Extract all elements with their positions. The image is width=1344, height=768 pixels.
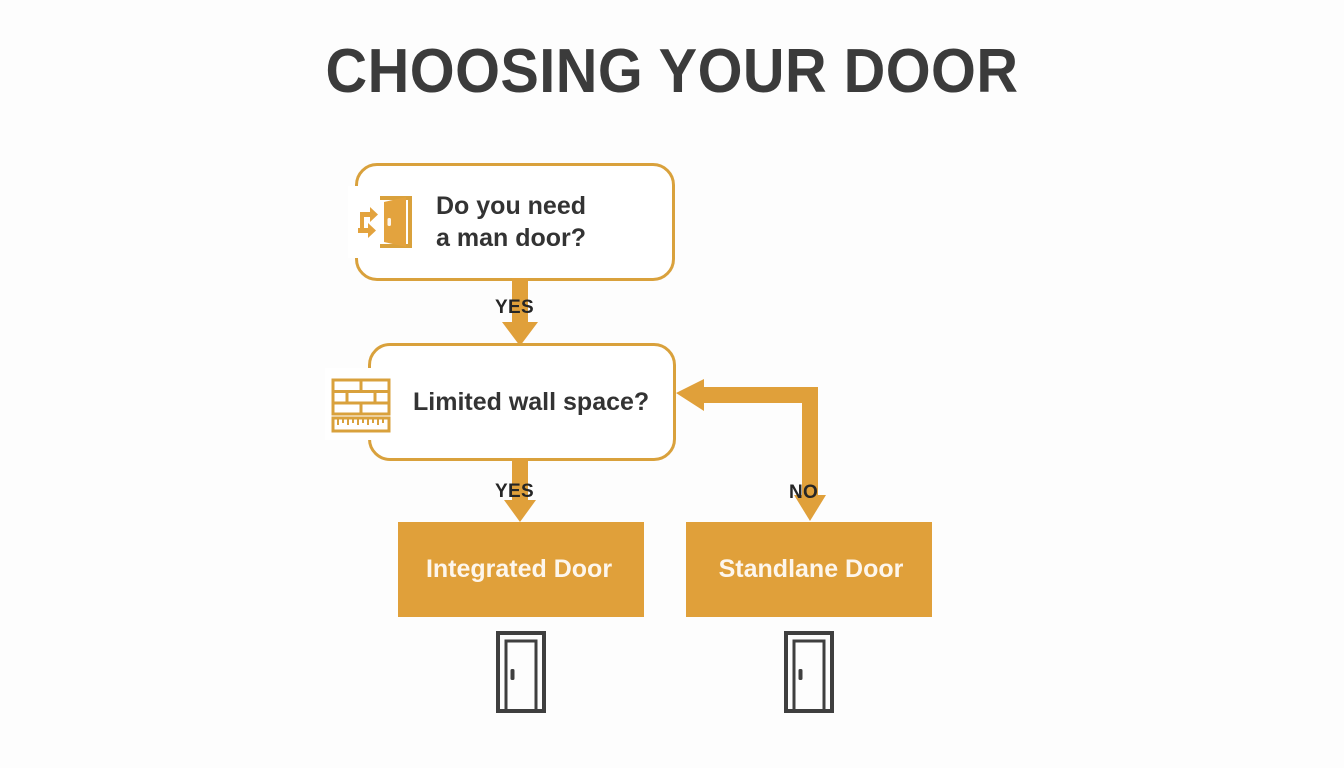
decision-node-wall-space[interactable]: Limited wall space?	[368, 343, 676, 461]
brick-wall-ruler-icon	[325, 368, 397, 440]
outcome-node-integrated-door[interactable]: Integrated Door	[398, 522, 644, 617]
edge-label-no-wall-space: NO	[789, 482, 819, 503]
outcome-node-standalone-door-label: Standlane Door	[718, 555, 904, 583]
edge-man-door-to-wall-space	[502, 278, 538, 346]
edge-wall-space-to-standalone	[676, 379, 826, 521]
edge-label-yes-man-door: YES	[495, 297, 534, 318]
outcome-node-integrated-door-label: Integrated Door	[425, 555, 613, 583]
open-door-icon	[348, 186, 420, 258]
outcome-node-standalone-door[interactable]: Standlane Door	[686, 522, 932, 617]
door-icon	[496, 631, 546, 713]
decision-node-wall-space-label: Limited wall space?	[413, 388, 650, 416]
door-icon	[784, 631, 834, 713]
edge-label-yes-wall-space: YES	[495, 481, 534, 502]
edge-wall-space-to-integrated	[504, 458, 536, 522]
page-title: CHOOSING YOUR DOOR	[325, 37, 1019, 106]
decision-node-man-door-label: Do you need a man door?	[436, 192, 587, 252]
